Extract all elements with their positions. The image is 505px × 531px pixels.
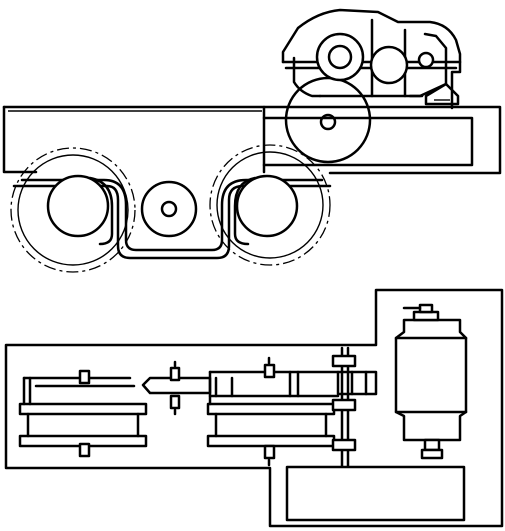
frame-body xyxy=(2,105,502,175)
output-shaft xyxy=(331,346,378,468)
center-idler-gear xyxy=(140,180,198,238)
bogie-skirt xyxy=(12,178,332,260)
plan-view xyxy=(4,288,504,528)
right-wheel xyxy=(209,144,331,266)
coupling-shaft xyxy=(141,360,212,416)
gearbox-housing xyxy=(281,8,462,110)
left-wheel xyxy=(10,147,136,273)
motor xyxy=(394,303,468,460)
side-view xyxy=(2,8,502,273)
plan-outline xyxy=(4,288,504,528)
drive-gear xyxy=(284,76,372,164)
reducer-base xyxy=(285,465,466,522)
left-wheelset xyxy=(18,369,148,458)
right-wheelset xyxy=(206,356,340,467)
